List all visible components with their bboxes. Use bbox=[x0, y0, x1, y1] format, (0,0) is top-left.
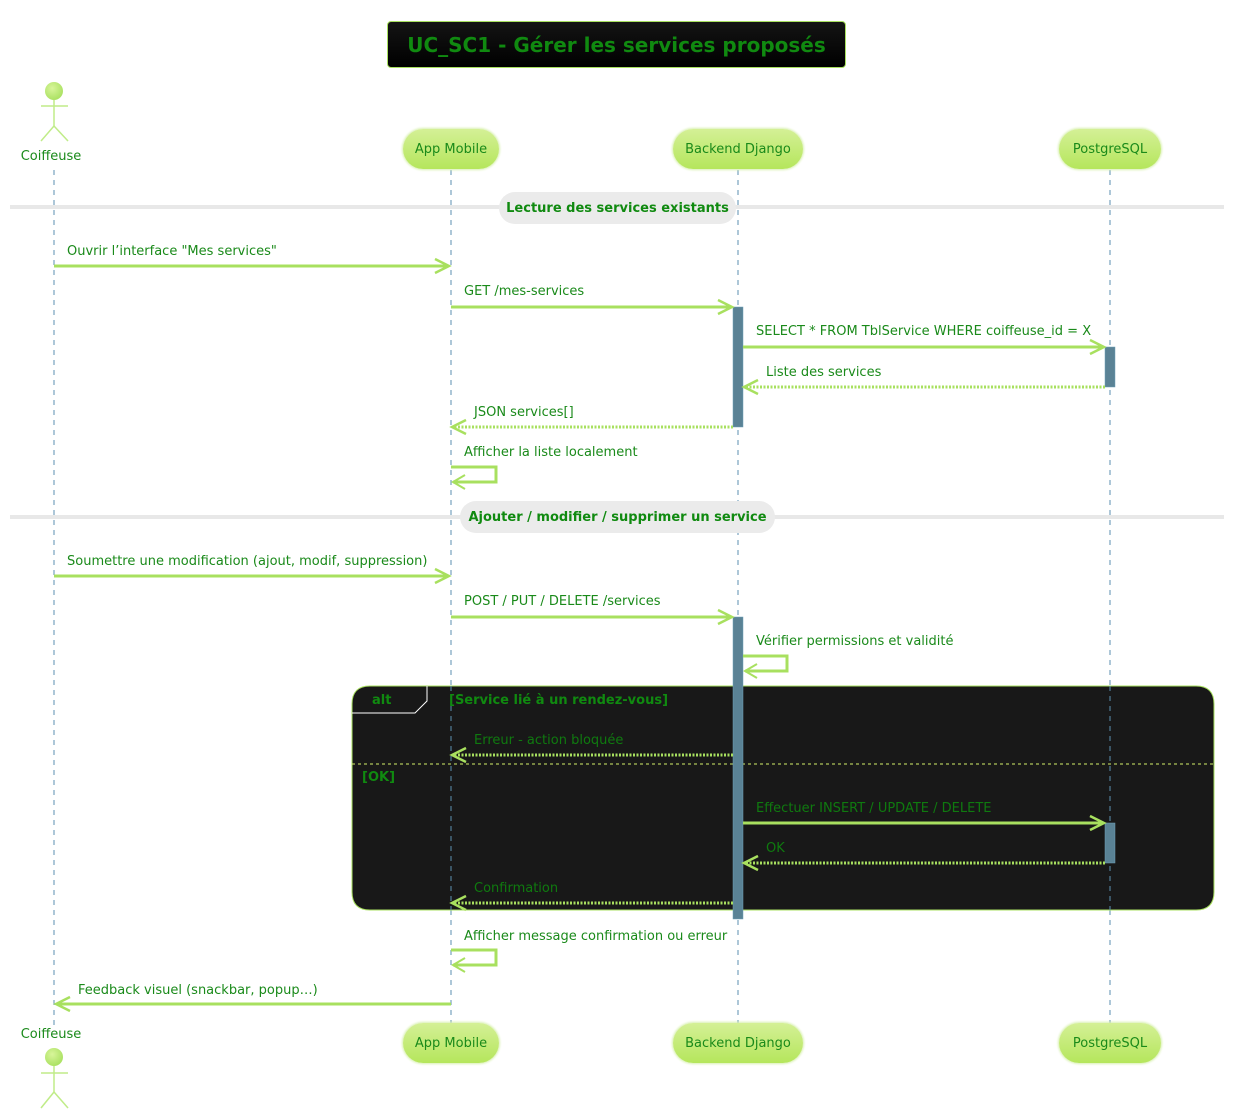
message-arrow-1 bbox=[451, 298, 735, 316]
message-arrow-11 bbox=[741, 854, 1105, 872]
message-arrow-6 bbox=[54, 567, 452, 585]
message-arrow-14 bbox=[53, 995, 451, 1013]
participant-db-top: PostgreSQL bbox=[1059, 129, 1161, 169]
message-arrow-9 bbox=[449, 746, 733, 764]
message-arrow-3 bbox=[741, 378, 1105, 396]
message-arrow-10 bbox=[743, 814, 1107, 832]
message-label: Liste des services bbox=[766, 365, 882, 380]
diagram-title: UC_SC1 - Gérer les services proposés bbox=[387, 21, 846, 68]
alt-frame bbox=[351, 685, 1215, 911]
participant-backend-bottom: Backend Django bbox=[673, 1023, 803, 1063]
section-label-read: Lecture des services existants bbox=[499, 192, 736, 224]
message-label: Vérifier permissions et validité bbox=[756, 634, 954, 649]
message-arrow-0 bbox=[54, 257, 452, 275]
activation-backend-1 bbox=[732, 306, 744, 428]
message-arrows bbox=[53, 257, 1107, 1013]
message-arrow-7 bbox=[451, 608, 735, 626]
actor-label-bottom: Coiffeuse bbox=[20, 1027, 82, 1042]
message-arrow-2 bbox=[743, 338, 1107, 356]
message-label: GET /mes-services bbox=[464, 284, 585, 299]
participant-backend-top: Backend Django bbox=[673, 129, 803, 169]
message-label: SELECT * FROM TblService WHERE coiffeuse… bbox=[756, 324, 1092, 339]
activation-backend-2 bbox=[732, 616, 744, 920]
actor-label-top: Coiffeuse bbox=[20, 149, 82, 164]
alt-guard-2: [OK] bbox=[362, 770, 396, 785]
message-label: Ouvrir l’interface "Mes services" bbox=[67, 244, 277, 259]
message-label: POST / PUT / DELETE /services bbox=[464, 594, 661, 609]
message-label: Effectuer INSERT / UPDATE / DELETE bbox=[756, 801, 992, 816]
participant-app-top: App Mobile bbox=[403, 129, 499, 169]
message-arrow-8 bbox=[743, 654, 789, 679]
message-label: Confirmation bbox=[474, 881, 559, 896]
message-label: Soumettre une modification (ajout, modif… bbox=[67, 554, 428, 569]
alt-guard-1: [Service lié à un rendez-vous] bbox=[449, 693, 669, 708]
participant-app-bottom: App Mobile bbox=[403, 1023, 499, 1063]
alt-keyword: alt bbox=[372, 693, 392, 708]
activation-db-1 bbox=[1104, 346, 1116, 388]
message-arrow-4 bbox=[449, 418, 733, 436]
actor-coiffeuse-top bbox=[40, 82, 69, 142]
activation-db-2 bbox=[1104, 822, 1116, 864]
message-arrow-13 bbox=[451, 948, 498, 973]
message-label: OK bbox=[766, 841, 785, 856]
message-label: Feedback visuel (snackbar, popup…) bbox=[78, 983, 318, 998]
message-arrow-12 bbox=[449, 894, 733, 912]
message-arrow-5 bbox=[451, 465, 498, 490]
message-label: Afficher message confirmation ou erreur bbox=[464, 929, 728, 944]
actor-coiffeuse-bottom bbox=[40, 1048, 69, 1109]
section-label-modify: Ajouter / modifier / supprimer un servic… bbox=[460, 501, 775, 533]
participant-db-bottom: PostgreSQL bbox=[1059, 1023, 1161, 1063]
message-label: Afficher la liste localement bbox=[464, 445, 638, 460]
message-label: Erreur - action bloquée bbox=[474, 733, 624, 748]
message-label: JSON services[] bbox=[474, 405, 574, 420]
